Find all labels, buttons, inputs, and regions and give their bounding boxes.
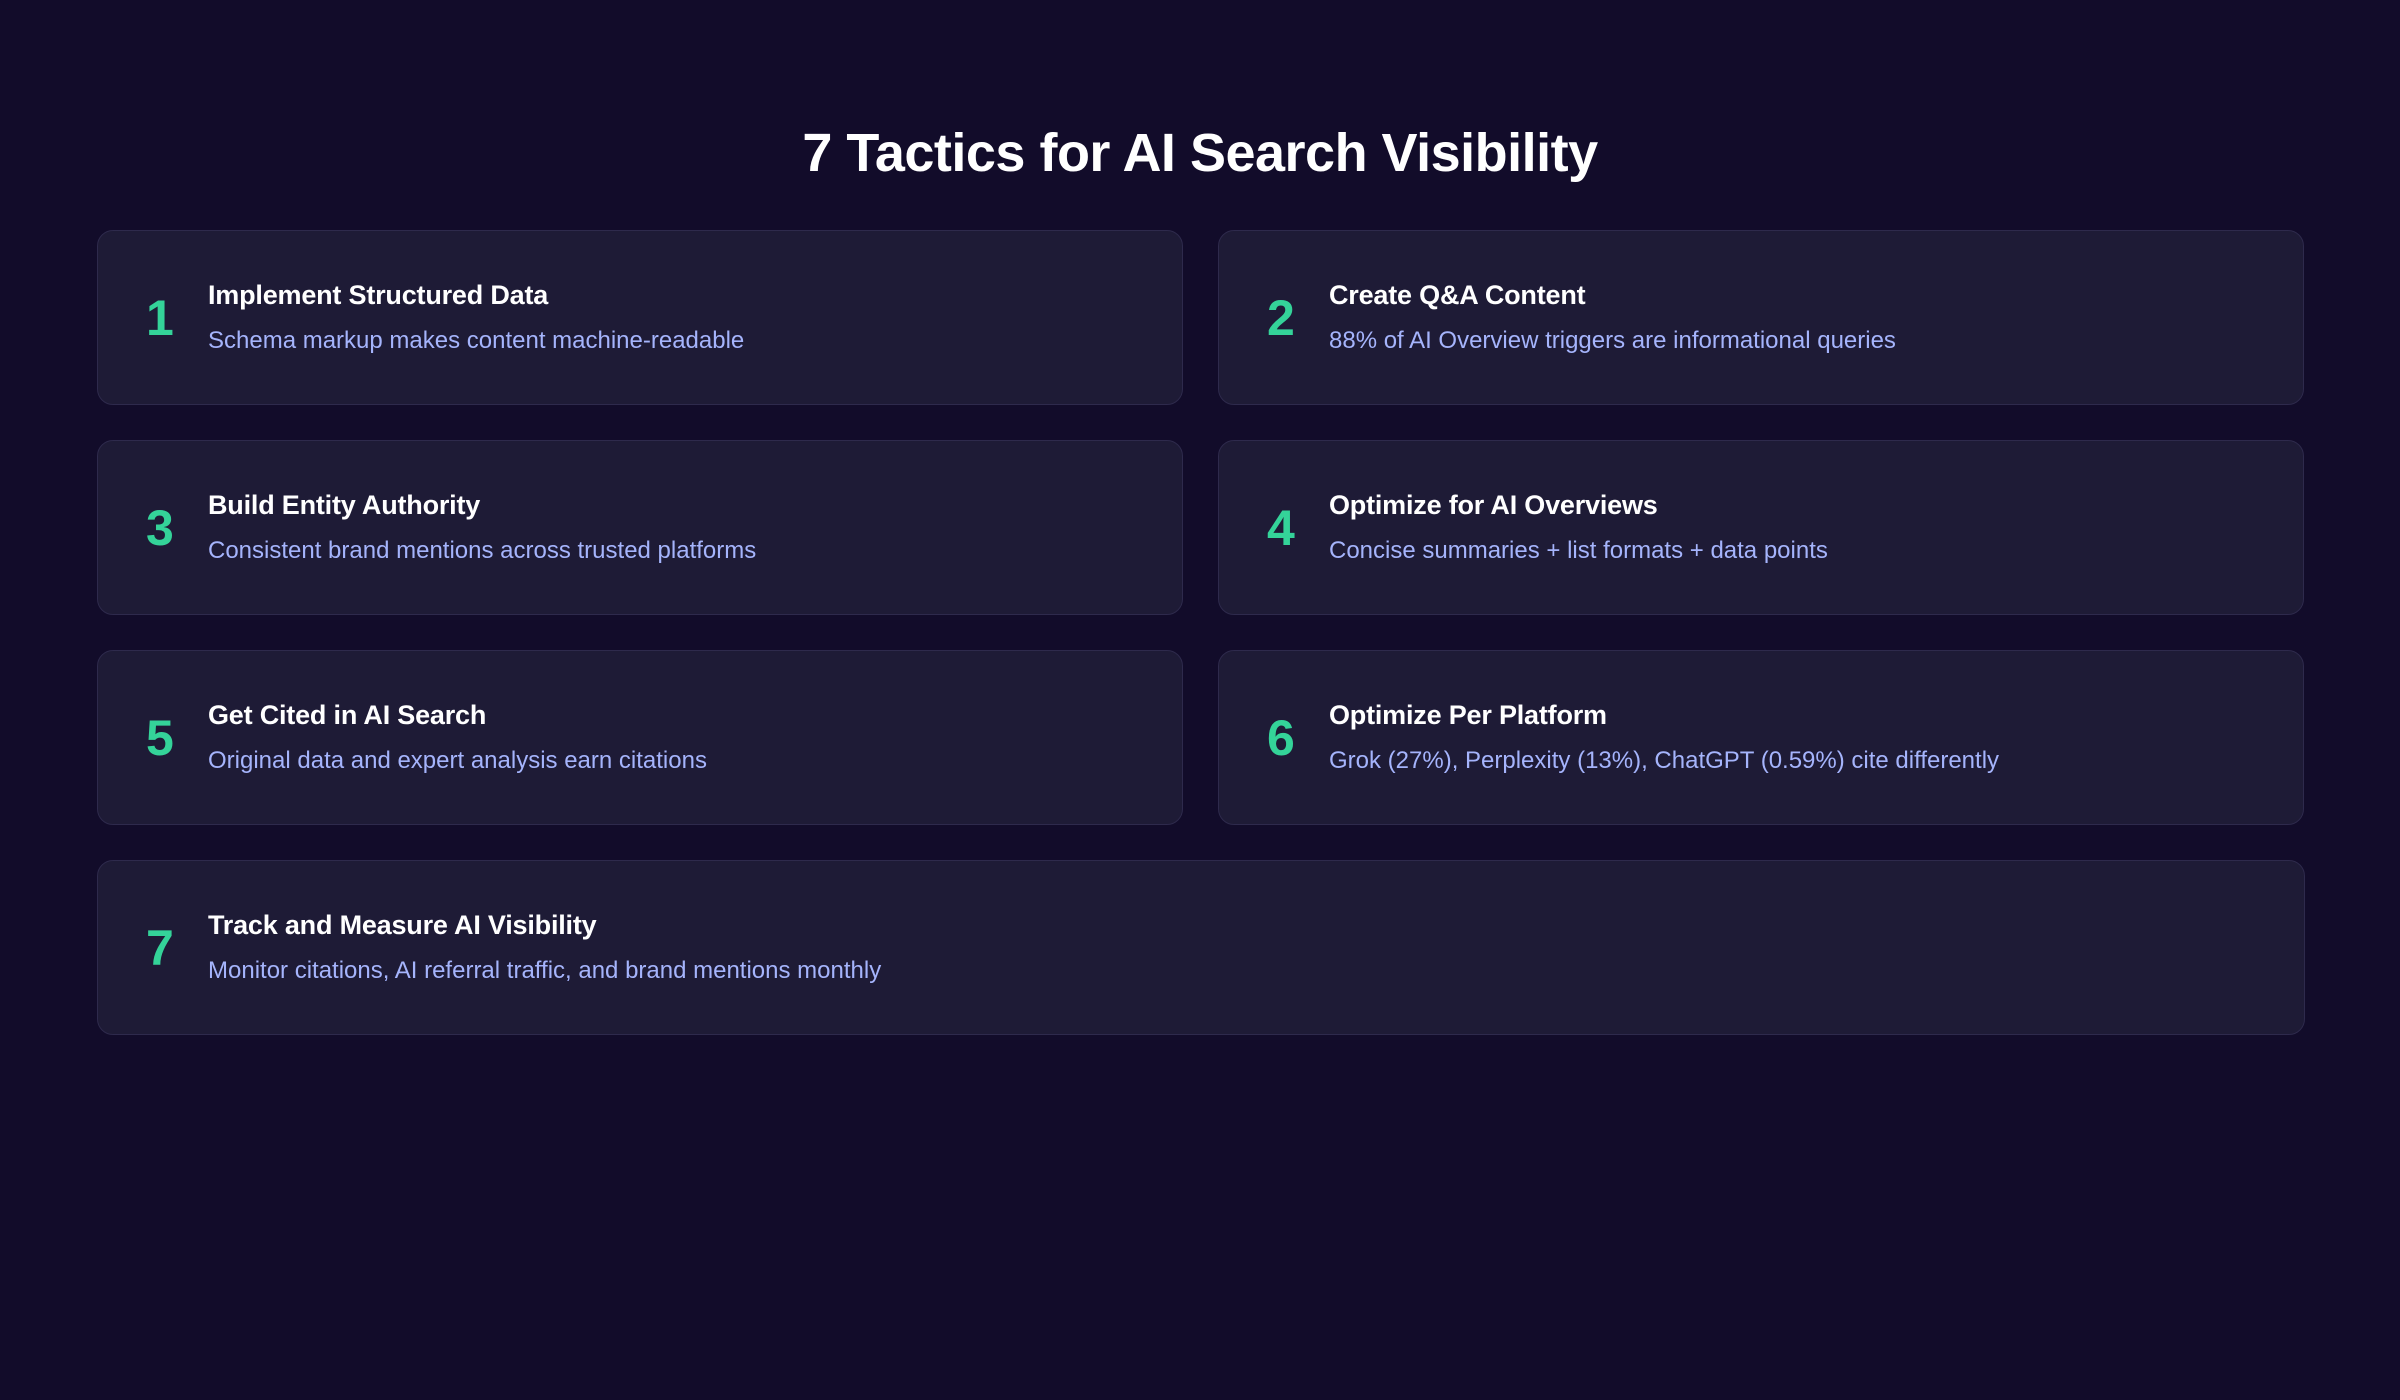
tactic-subtitle: Original data and expert analysis earn c…	[208, 747, 707, 775]
tactic-subtitle: Monitor citations, AI referral traffic, …	[208, 957, 882, 985]
tactic-subtitle: 88% of AI Overview triggers are informat…	[1329, 327, 1896, 355]
tactic-title: Optimize for AI Overviews	[1329, 489, 1658, 520]
tactic-subtitle: Grok (27%), Perplexity (13%), ChatGPT (0…	[1329, 747, 2000, 775]
tactic-title: Implement Structured Data	[208, 279, 549, 310]
tactic-number: 7	[146, 919, 174, 976]
tactic-subtitle: Schema markup makes content machine-read…	[208, 327, 745, 355]
tactic-title: Create Q&A Content	[1329, 279, 1586, 310]
tactic-number: 3	[146, 499, 174, 556]
tactic-subtitle: Consistent brand mentions across trusted…	[208, 537, 757, 565]
tactic-title: Track and Measure AI Visibility	[208, 909, 597, 940]
tactic-number: 2	[1267, 289, 1295, 346]
tactic-number: 1	[146, 289, 174, 346]
tactic-title: Build Entity Authority	[208, 489, 481, 520]
tactic-body: Create Q&A Content 88% of AI Overview tri…	[1329, 279, 2303, 357]
tactic-title: Get Cited in AI Search	[208, 699, 487, 730]
tactic-number: 4	[1267, 499, 1295, 556]
tactic-number: 6	[1267, 709, 1295, 766]
tactic-number: 5	[146, 709, 174, 766]
tactic-subtitle: Concise summaries + list formats + data …	[1329, 537, 1828, 565]
tactic-title: Optimize Per Platform	[1329, 699, 1607, 730]
page-title: 7 Tactics for AI Search Visibility	[802, 123, 1598, 184]
tactic-card[interactable]: 2 Create Q&A Content 88% of AI Overview tr…	[1218, 230, 2304, 405]
